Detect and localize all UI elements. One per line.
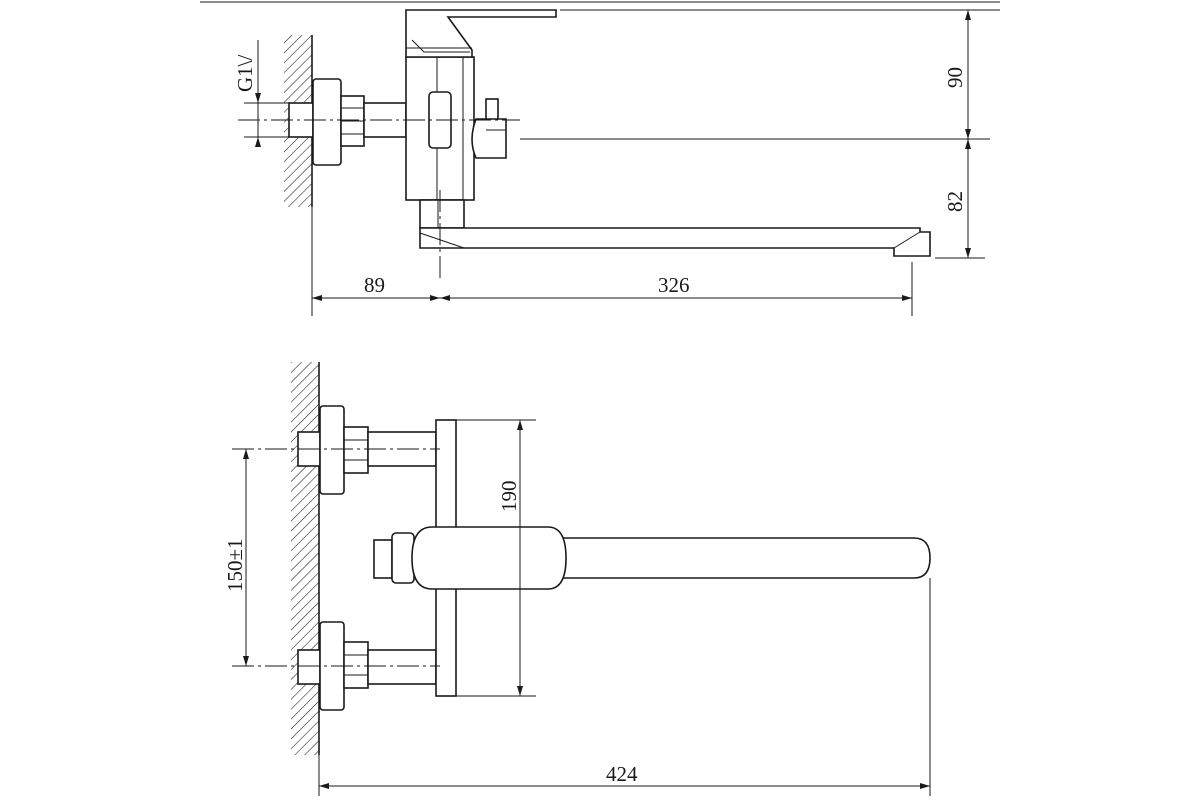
diverter-knob-front <box>373 532 415 584</box>
thread-size-label: G1\/ <box>233 55 257 93</box>
wall-hatching-front <box>291 362 320 755</box>
dim-424-label: 424 <box>606 762 638 786</box>
spout-side <box>419 227 931 257</box>
dim-82-label: 82 <box>943 191 967 212</box>
body-height-dimension: 190 <box>456 419 536 697</box>
faucet-body-side <box>405 9 557 229</box>
dim-89-label: 89 <box>364 273 385 297</box>
dim-326-label: 326 <box>658 273 690 297</box>
dim-190-label: 190 <box>497 481 521 513</box>
height-dimensions: 90 82 <box>520 9 1000 259</box>
thread-dimension: G1\/ <box>233 40 292 147</box>
dim-150-label: 150±1 <box>223 538 247 592</box>
spout-front <box>411 526 931 590</box>
side-view: G1\/ 90 82 89 326 <box>200 1 1000 316</box>
total-reach-dimension: 424 <box>318 578 931 796</box>
front-view: 150±1 190 424 <box>223 362 931 796</box>
horizontal-dimensions-side: 89 326 <box>311 207 913 316</box>
dim-90-label: 90 <box>943 67 967 88</box>
center-distance-dimension: 150±1 <box>223 449 249 666</box>
eccentric-connector-side <box>288 78 407 166</box>
